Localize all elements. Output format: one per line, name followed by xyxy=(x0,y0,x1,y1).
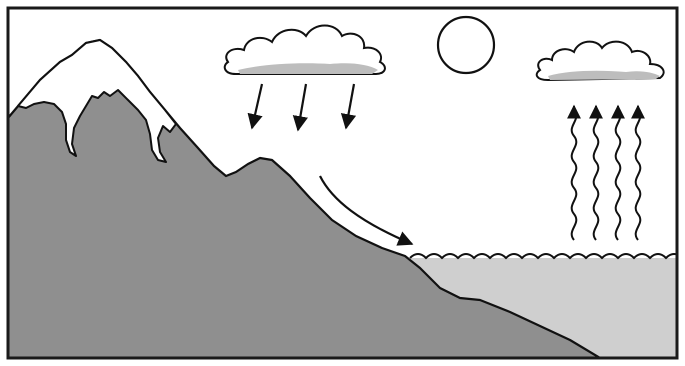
sun xyxy=(438,17,494,73)
